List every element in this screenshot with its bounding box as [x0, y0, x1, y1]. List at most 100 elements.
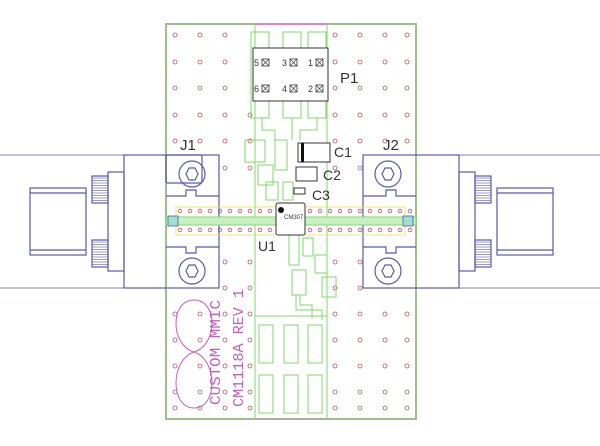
c1-label: C1 [334, 144, 352, 160]
via [404, 32, 410, 38]
via [332, 311, 338, 317]
capacitor-c3 [293, 187, 306, 195]
via [332, 363, 338, 369]
via [172, 59, 178, 65]
via [357, 337, 363, 343]
p1-pin-pad [289, 58, 298, 67]
via [257, 208, 263, 214]
via [222, 363, 228, 369]
via [404, 59, 410, 65]
via [172, 32, 178, 38]
via [222, 259, 228, 265]
via [357, 405, 363, 411]
p1-header-body [252, 47, 329, 102]
via [357, 59, 363, 65]
via [404, 337, 410, 343]
via [337, 208, 343, 214]
p1-pin-pad [261, 58, 270, 67]
via [267, 227, 273, 233]
via [227, 227, 233, 233]
via [247, 259, 253, 265]
pin1-dot [278, 207, 284, 213]
via [407, 208, 413, 214]
via [382, 32, 388, 38]
via [332, 337, 338, 343]
via [222, 337, 228, 343]
via [367, 227, 373, 233]
via [377, 227, 383, 233]
via [357, 227, 363, 233]
via [187, 227, 193, 233]
p1-pin-cross [315, 84, 324, 93]
via [172, 85, 178, 91]
via [237, 227, 243, 233]
via [197, 112, 203, 118]
via [247, 405, 253, 411]
via [222, 59, 228, 65]
via [357, 32, 363, 38]
via [404, 311, 410, 317]
via [197, 227, 203, 233]
via [317, 227, 323, 233]
j1-label: J1 [180, 137, 196, 154]
via [382, 85, 388, 91]
via [404, 85, 410, 91]
via [222, 85, 228, 91]
via [332, 259, 338, 265]
via [222, 165, 228, 171]
via [357, 259, 363, 265]
p1-pin-cross [261, 58, 270, 67]
via [382, 389, 388, 395]
c1-polarity-band [301, 143, 304, 162]
via [347, 227, 353, 233]
via [257, 227, 263, 233]
via [187, 208, 193, 214]
via [357, 389, 363, 395]
p1-pin-pad [289, 84, 298, 93]
via [197, 85, 203, 91]
via [404, 112, 410, 118]
via [197, 311, 203, 317]
via [247, 311, 253, 317]
via [247, 389, 253, 395]
via [197, 32, 203, 38]
via [382, 112, 388, 118]
u1-part-number: CM307 [284, 215, 304, 221]
via [404, 389, 410, 395]
p1-pin-pad [315, 58, 324, 67]
via [197, 337, 203, 343]
via [247, 285, 253, 291]
via [222, 112, 228, 118]
via [332, 59, 338, 65]
j2-label: J2 [383, 137, 399, 154]
via [382, 311, 388, 317]
p1-pin-number: 4 [282, 84, 287, 94]
via [247, 337, 253, 343]
via [347, 208, 353, 214]
via [307, 208, 313, 214]
via [172, 138, 178, 144]
p1-pin-pad [315, 84, 324, 93]
via [247, 363, 253, 369]
via [222, 405, 228, 411]
via [197, 363, 203, 369]
via [332, 285, 338, 291]
via [172, 405, 178, 411]
p1-label: P1 [340, 70, 358, 87]
via [307, 227, 313, 233]
connector-j1 [0, 154, 220, 289]
via [382, 363, 388, 369]
via [222, 138, 228, 144]
p1-pin-number: 3 [282, 58, 287, 68]
via [357, 112, 363, 118]
via [237, 208, 243, 214]
via [217, 208, 223, 214]
via [217, 227, 223, 233]
via [177, 208, 183, 214]
via [172, 337, 178, 343]
via [177, 227, 183, 233]
via [317, 208, 323, 214]
via [404, 405, 410, 411]
